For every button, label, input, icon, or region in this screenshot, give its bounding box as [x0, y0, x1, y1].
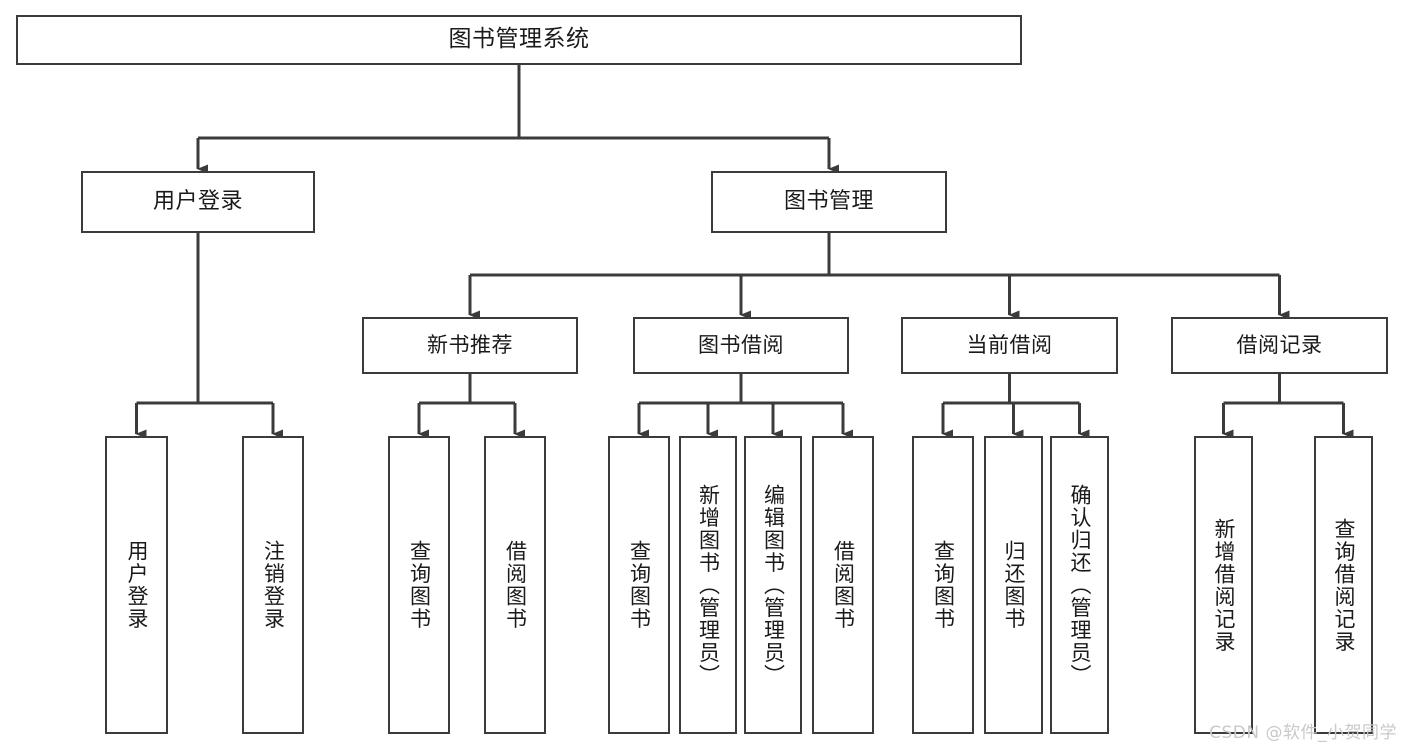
node-label: 新书推荐: [427, 333, 513, 358]
node-edit-book-admin: 编辑图书（管理员）: [744, 436, 802, 734]
node-confirm-return-admin: 确认归还（管理员）: [1050, 436, 1109, 734]
node-label: 新增图书（管理员）: [696, 483, 721, 687]
node-label: 编辑图书（管理员）: [761, 483, 786, 687]
node-label: 图书管理系统: [448, 26, 590, 53]
node-query-books: 查询图书: [912, 436, 974, 734]
node-borrowing-records: 借阅记录: [1171, 317, 1388, 374]
node-current-borrowing: 当前借阅: [901, 317, 1118, 374]
node-label: 新增借阅记录: [1212, 517, 1236, 653]
node-user-login: 用户登录: [81, 171, 315, 233]
node-return-books: 归还图书: [984, 436, 1043, 734]
node-label: 借阅图书: [503, 540, 528, 630]
node-label: 归还图书: [1002, 540, 1026, 630]
node-book-management-system: 图书管理系统: [16, 15, 1022, 65]
node-query-borrow-record: 查询借阅记录: [1314, 436, 1373, 734]
node-label: 用户登录: [152, 189, 243, 215]
node-label: 当前借阅: [966, 333, 1053, 358]
node-label: 图书管理: [783, 189, 874, 215]
node-label: 查询图书: [407, 540, 432, 630]
node-new-book-recommendation: 新书推荐: [362, 317, 578, 374]
node-query-books: 查询图书: [608, 436, 670, 734]
node-query-books: 查询图书: [388, 436, 450, 734]
node-user-login: 用户登录: [105, 436, 168, 734]
node-label: 查询图书: [627, 540, 652, 630]
node-label: 借阅记录: [1236, 333, 1323, 358]
node-add-book-admin: 新增图书（管理员）: [679, 436, 737, 734]
node-add-borrow-record: 新增借阅记录: [1194, 436, 1253, 734]
node-borrow-books: 借阅图书: [812, 436, 874, 734]
node-label: 查询图书: [931, 540, 956, 630]
node-label: 图书借阅: [698, 333, 784, 358]
node-book-borrowing: 图书借阅: [633, 317, 849, 374]
node-label: 查询借阅记录: [1332, 517, 1356, 653]
node-label: 借阅图书: [831, 540, 856, 630]
node-label: 用户登录: [125, 540, 149, 630]
node-borrow-books: 借阅图书: [484, 436, 546, 734]
node-book-management: 图书管理: [711, 171, 947, 233]
node-logout: 注销登录: [242, 436, 304, 734]
node-label: 注销登录: [261, 540, 286, 630]
watermark: CSDN @软件_小贺同学: [1209, 723, 1397, 743]
node-label: 确认归还（管理员）: [1068, 483, 1092, 687]
